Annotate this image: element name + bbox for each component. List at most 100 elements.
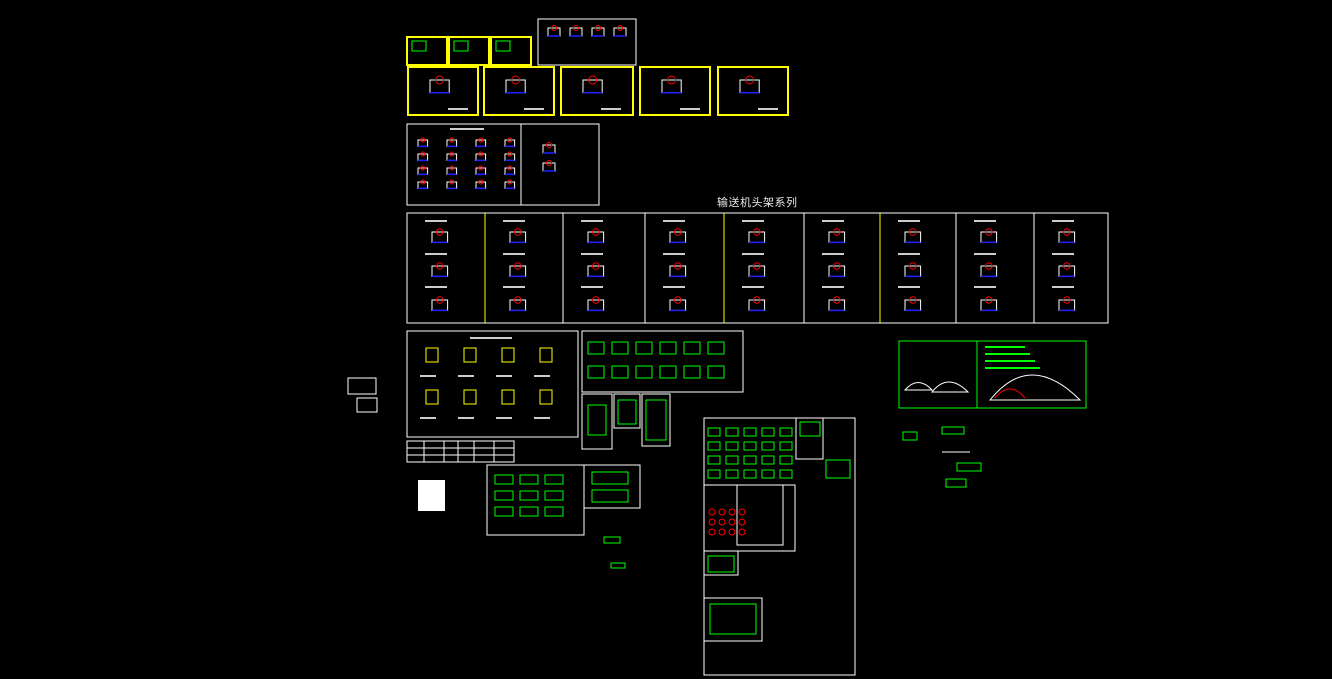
head-frame-sketch [669,231,687,243]
head-frame-sketch [669,299,687,311]
head-frame-sketch [587,299,605,311]
pulley-sketch [833,296,841,304]
pulley-sketch [588,75,598,85]
head-frame-sketch [828,231,846,243]
label-mark [425,253,447,255]
head-frame-sketch [475,139,487,147]
label-mark [898,286,920,288]
pulley-sketch [436,262,444,270]
pulley-sketch [617,25,623,31]
pulley-sketch [1063,296,1071,304]
head-frame-sketch [509,231,527,243]
head-frame-sketch [904,265,922,277]
green-detail [519,506,539,517]
head-frame-sketch [542,144,556,154]
head-frame-sketch [980,231,998,243]
sheet-bends [406,330,579,438]
pulley-sketch [592,228,600,236]
head-frame-sketch [504,153,516,161]
green-detail [761,427,775,437]
head-frame-sketch [504,139,516,147]
cover-sketch [988,374,1082,401]
green-detail [707,441,721,451]
green-detail [494,506,514,517]
label-mark [974,220,996,222]
head-frame-sketch [828,299,846,311]
green-detail [587,365,605,379]
small-sketch [356,397,378,413]
chute-sketch [425,389,439,405]
label-mark [450,128,484,130]
green-detail [941,426,965,435]
pulley-sketch [674,262,682,270]
label-mark [425,220,447,222]
pulley-sketch [478,179,484,185]
pulley-sketch [436,228,444,236]
chute-sketch [539,389,553,405]
green-detail [591,471,629,485]
pulley-sketch [507,165,513,171]
pulley-sketch [745,75,755,85]
head-frame-sketch [591,27,605,37]
head-frame-sketch [980,299,998,311]
green-detail [725,469,739,479]
green-detail [635,341,653,355]
green-detail [659,365,677,379]
head-frame-sketch [509,265,527,277]
green-detail [825,459,851,479]
head-frame-sketch [587,231,605,243]
label-mark [822,286,844,288]
pulley-sketch [985,262,993,270]
pulley-sketch [753,228,761,236]
bolt-sketch [738,508,746,516]
label-mark [534,375,550,377]
green-detail [635,365,653,379]
green-detail [610,562,626,569]
bolt-sketch [718,528,726,536]
pulley-sketch [546,142,552,148]
label-mark [581,253,603,255]
label-mark [425,286,447,288]
label-mark [663,253,685,255]
pulley-sketch [753,262,761,270]
cover-sketch [903,381,970,393]
pulley-sketch [985,296,993,304]
bolt-sketch [708,508,716,516]
head-frame-sketch [542,162,556,172]
green-detail [645,399,667,441]
pulley-sketch [449,179,455,185]
green-detail [544,490,564,501]
green-detail [725,441,739,451]
green-detail [683,365,701,379]
chute-sketch [463,347,477,363]
head-frame-sketch [1058,265,1076,277]
sheet-a3 [560,66,634,116]
head-frame-sketch [475,167,487,175]
bolt-sketch [738,528,746,536]
green-detail [544,474,564,485]
green-detail [779,469,793,479]
bolt-sketch [708,528,716,536]
label-mark [601,108,621,110]
green-detail [707,469,721,479]
green-detail [603,536,621,544]
pulley-sketch [674,296,682,304]
label-mark [974,253,996,255]
green-detail [683,341,701,355]
sub-sheet [703,484,796,552]
pulley-sketch [985,228,993,236]
head-frame-sketch [669,265,687,277]
head-frame-sketch [417,153,429,161]
head-frame-sketch [1058,299,1076,311]
green-detail [707,455,721,465]
green-detail [945,478,967,488]
pulley-sketch [420,137,426,143]
green-detail [587,404,607,436]
head-frame-sketch [429,79,450,94]
sheet-green-parts [581,330,744,393]
chute-sketch [463,389,477,405]
head-frame-sketch [417,181,429,189]
chute-sketch [501,347,515,363]
label-mark [420,375,436,377]
